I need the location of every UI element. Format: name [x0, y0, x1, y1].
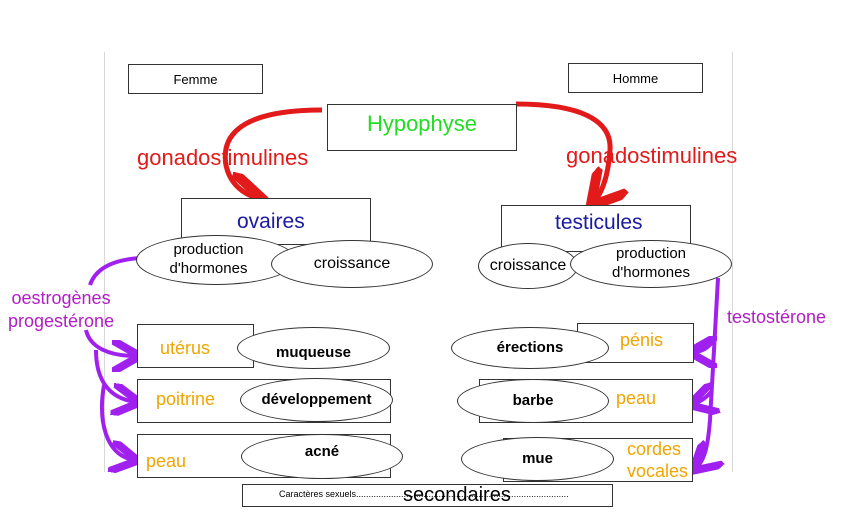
target-uterus-box: utérus [137, 324, 254, 368]
ellipse-barbe: barbe [457, 379, 609, 423]
croissance-female-label: croissance [313, 255, 391, 272]
ellipse-erections: érections [451, 327, 609, 369]
ellipse-developpement: développement [240, 378, 393, 422]
ellipse-mue: mue [461, 437, 614, 481]
gonadostimulines-left: gonadostimulines [137, 145, 309, 170]
female-hormones: oestrogènes progestérone [8, 287, 114, 334]
production-female-label: production d'hormones [169, 241, 248, 277]
arrow-to-peau-f [100, 384, 134, 460]
arrow-to-penis [693, 340, 714, 352]
footer-box: Caractères sexuels......................… [242, 484, 613, 507]
footer-large-text: secondaires [403, 484, 511, 506]
worksheet-frame [104, 52, 733, 472]
peau-female-label: peau [146, 451, 187, 471]
mue-label: mue [522, 449, 553, 467]
hypophyse-box: Hypophyse [327, 104, 517, 151]
testosterone-label: testostérone [727, 307, 827, 327]
homme-header: Homme [568, 63, 703, 93]
croissance-male-label: croissance [489, 257, 567, 274]
developpement-label: développement [261, 390, 372, 408]
arrow-female-hormones-main [88, 256, 141, 286]
femme-label: Femme [173, 71, 218, 87]
poitrine-label: poitrine [156, 389, 216, 409]
barbe-label: barbe [512, 391, 554, 409]
ellipse-croissance-female: croissance [271, 240, 433, 288]
production-male-label: production d'hormones [612, 245, 690, 281]
arrow-to-poitrine [94, 349, 136, 402]
testicules-label: testicules [555, 211, 643, 234]
gonadostimulines-right: gonadostimulines [566, 143, 738, 168]
peau-male-label: peau [616, 388, 657, 408]
femme-header: Femme [128, 64, 263, 94]
acne-label: acné [304, 443, 340, 461]
erections-label: érections [496, 338, 564, 356]
ellipse-production-male: production d'hormones [570, 240, 732, 288]
arrow-to-uterus [84, 329, 136, 356]
hypophyse-label: Hypophyse [366, 110, 478, 136]
ellipse-production-female: production d'hormones [136, 235, 296, 285]
homme-label: Homme [612, 70, 659, 86]
oestrogenes-label: oestrogènes [11, 288, 111, 308]
ovaires-label: ovaires [237, 210, 305, 233]
ellipse-croissance-male: croissance [478, 243, 578, 289]
ellipse-muqueuse: muqueuse [237, 327, 390, 369]
uterus-label: utérus [160, 338, 211, 358]
progesterone-label: progestérone [8, 311, 115, 332]
arrow-male-hormones-main [696, 277, 718, 468]
cordes-vocales-label: cordes vocales [627, 439, 689, 481]
ellipse-acne: acné [241, 434, 403, 479]
arrow-to-peau-m [693, 392, 711, 404]
penis-label: pénis [620, 330, 664, 350]
arrow-hypophyse-to-ovaires [222, 107, 323, 198]
footer-small-text: Caractères sexuels......................… [279, 489, 569, 499]
muqueuse-label: muqueuse [275, 343, 351, 361]
arrow-hypophyse-to-testicules [515, 101, 610, 202]
